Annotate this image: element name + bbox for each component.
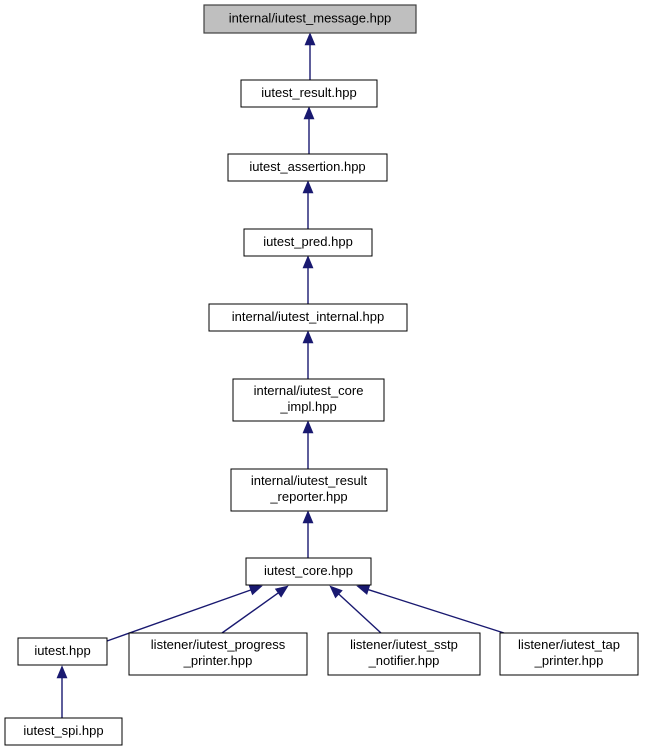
dependency-edge-progress_printer-to-core [221,585,289,634]
node-box-progress_printer[interactable] [128,632,308,676]
dependency-edge-pred-to-assertion [302,180,314,229]
node-label-tap_printer: listener/iutest_tap_printer.hpp [518,637,620,668]
dependency-edge-result_reporter-to-core_impl [302,420,314,469]
node-label-result_reporter: internal/iutest_result_reporter.hpp [251,473,368,504]
dependency-edge-core_impl-to-internal [302,330,314,379]
node-box-sstp_notifier[interactable] [327,632,481,676]
node-label-spi: iutest_spi.hpp [23,723,103,738]
node-label-internal: internal/iutest_internal.hpp [232,309,385,324]
dependency-edge-tap_printer-to-core [356,584,505,634]
node-label-sstp_notifier: listener/iutest_sstp_notifier.hpp [350,637,458,668]
node-box-result[interactable] [240,79,378,108]
graph-node-progress_printer[interactable]: listener/iutest_progress_printer.hpp [128,632,308,676]
node-box-spi[interactable] [4,717,123,746]
graph-node-core_impl[interactable]: internal/iutest_core_impl.hpp [232,378,385,422]
node-box-assertion[interactable] [227,153,388,182]
dependency-edge-internal-to-pred [302,255,314,304]
node-box-core_impl[interactable] [232,378,385,422]
dependency-edge-spi-to-iutest [56,665,68,718]
graph-node-result_reporter[interactable]: internal/iutest_result_reporter.hpp [230,468,388,512]
graph-node-result[interactable]: iutest_result.hpp [240,79,378,108]
node-box-tap_printer[interactable] [499,632,639,676]
dependency-edge-result-to-message [304,32,316,80]
graph-node-spi[interactable]: iutest_spi.hpp [4,717,123,746]
node-box-internal[interactable] [208,303,408,332]
node-box-message[interactable] [203,4,417,34]
graph-node-assertion[interactable]: iutest_assertion.hpp [227,153,388,182]
node-label-core: iutest_core.hpp [264,563,353,578]
node-box-pred[interactable] [243,228,373,257]
graph-node-message[interactable]: internal/iutest_message.hpp [203,4,417,34]
node-label-result: iutest_result.hpp [261,85,356,100]
nodes-layer: internal/iutest_message.hpp iutest_result… [4,4,639,746]
dependency-edge-core-to-result_reporter [302,510,314,558]
graph-node-iutest[interactable]: iutest.hpp [17,637,108,666]
graph-node-sstp_notifier[interactable]: listener/iutest_sstp_notifier.hpp [327,632,481,676]
node-box-result_reporter[interactable] [230,468,388,512]
graph-node-pred[interactable]: iutest_pred.hpp [243,228,373,257]
dependency-edge-sstp_notifier-to-core [329,585,382,634]
node-label-iutest: iutest.hpp [34,643,90,658]
dependency-edge-assertion-to-result [303,106,315,154]
node-box-core[interactable] [245,557,372,586]
graph-node-internal[interactable]: internal/iutest_internal.hpp [208,303,408,332]
node-label-assertion: iutest_assertion.hpp [249,159,365,174]
node-label-message: internal/iutest_message.hpp [229,10,392,25]
graph-node-tap_printer[interactable]: listener/iutest_tap_printer.hpp [499,632,639,676]
node-label-pred: iutest_pred.hpp [263,234,353,249]
node-box-iutest[interactable] [17,637,108,666]
graph-node-core[interactable]: iutest_core.hpp [245,557,372,586]
edges-layer [56,32,505,718]
node-label-progress_printer: listener/iutest_progress_printer.hpp [151,637,286,668]
node-label-core_impl: internal/iutest_core_impl.hpp [254,383,364,414]
